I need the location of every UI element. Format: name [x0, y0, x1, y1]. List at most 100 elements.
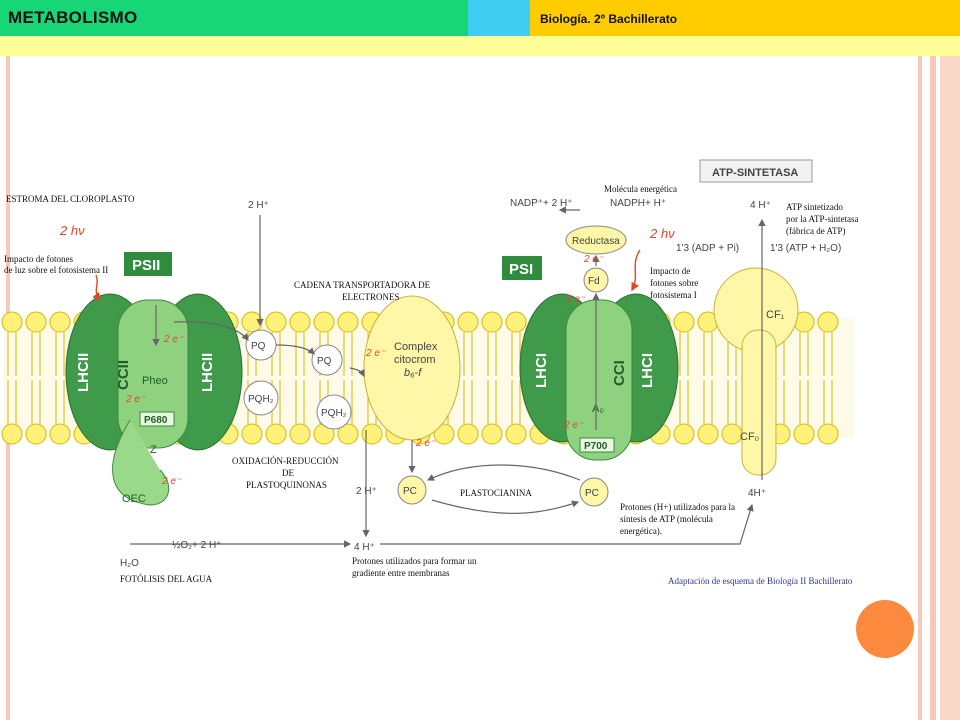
plastocianina-label: PLASTOCIANINA	[460, 488, 532, 498]
nadph-label: NADPH+ H⁺	[610, 198, 666, 209]
photon-left-desc-1: Impacto de fotones	[4, 254, 73, 264]
photon-right-desc-1: Impacto de	[650, 266, 690, 276]
h4-lumen-label: 4 H⁺	[354, 542, 375, 553]
e2-fd-top: 2 e⁻	[583, 254, 604, 265]
h2o-label: H₂O	[120, 558, 139, 569]
p680-box	[139, 411, 175, 427]
pc-right-label: PC	[585, 488, 599, 499]
lipid-head	[265, 423, 287, 445]
atp-label: 1'3 (ATP + H₂O)	[770, 243, 841, 254]
photosynthesis-diagram: LHCII LHCII CCII Pheo P680 Z OEC PSII PQ…	[1, 159, 859, 586]
header-strip	[0, 36, 960, 56]
lipid-tail	[55, 332, 65, 424]
redox-label-2: DE	[282, 468, 294, 478]
lipid-head	[361, 423, 383, 445]
psi-badge	[502, 256, 542, 280]
atp-desc-2: por la ATP-sintetasa	[786, 214, 859, 224]
lhcii-left-label: LHCII	[75, 353, 92, 392]
photon-right-desc-3: fotosistema I	[650, 290, 697, 300]
lipid-head	[49, 423, 71, 445]
protons-atp-2: síntesis de ATP (molécula	[620, 514, 713, 524]
cf0-stalk	[741, 329, 777, 476]
photon-arrows	[92, 249, 641, 302]
psii-label: PSII	[132, 257, 160, 274]
photolysis-label: FOTÓLISIS DEL AGUA	[120, 574, 213, 584]
lipid-tail	[7, 332, 17, 424]
pqh2-2-label: PQH₂	[321, 408, 347, 419]
lipid-tail	[343, 332, 353, 424]
p680-label: P680	[144, 415, 168, 426]
pq-2-label: PQ	[317, 356, 332, 367]
gradient-label-1: Protones utilizados para formar un	[352, 556, 477, 566]
photon-left-desc-2: de luz sobre el fotosistema II	[4, 265, 108, 275]
right-margin-band-2	[940, 56, 960, 720]
pq-1-label: PQ	[251, 341, 266, 352]
psi-complex	[519, 293, 679, 461]
lipid-head	[241, 423, 263, 445]
protons-atp-1: Protones (H+) utilizados para la	[620, 502, 735, 512]
right-margin-line-1	[918, 56, 922, 720]
lipid-head	[337, 311, 359, 333]
lipid-head	[265, 311, 287, 333]
redox-label-1: OXIDACIÓN-REDUCCIÓN	[232, 456, 339, 466]
pc-left-node	[397, 475, 427, 505]
chain-title-2: ELECTRONES	[342, 292, 400, 302]
lipid-head	[673, 311, 695, 333]
lipid-head	[793, 423, 815, 445]
lipid-tail	[703, 332, 713, 424]
complex-line-1: Complex	[394, 341, 438, 353]
lipid-head	[337, 423, 359, 445]
pc-left-label: PC	[403, 486, 417, 497]
lipid-tail	[463, 332, 473, 424]
complex-line-3: b₆-f	[404, 367, 422, 379]
lipid-head	[481, 311, 503, 333]
lipid-tail	[679, 332, 689, 424]
lipid-head	[481, 423, 503, 445]
lipid-head	[49, 311, 71, 333]
e2-fd-bot: 2 e⁻	[565, 294, 586, 305]
lipid-head	[505, 423, 527, 445]
lipid-head	[289, 311, 311, 333]
page-title: METABOLISMO	[8, 8, 138, 27]
lipid-head	[25, 423, 47, 445]
molecule-label: Molécula energética	[604, 184, 677, 194]
fd-node	[583, 267, 609, 293]
redox-label-3: PLASTOQUINONAS	[246, 480, 327, 490]
plastoquinone-pool	[243, 329, 352, 430]
photon-right-label: 2 hν	[649, 226, 675, 241]
reductasa-node	[565, 225, 627, 255]
stroma-label: ESTROMA DEL CLOROPLASTO	[6, 194, 135, 204]
o2-label: ½O₂+ 2 H⁺	[172, 540, 221, 551]
pc-right-node	[579, 477, 609, 507]
lipid-tail	[511, 332, 521, 424]
credit-label: Adaptación de esquema de Biología II Bac…	[668, 576, 853, 586]
gradient-label-2: gradiente entre membranas	[352, 568, 450, 578]
lipid-head	[505, 311, 527, 333]
lipid-head	[721, 423, 743, 445]
e2-cyt-bot: 2 e⁻	[415, 438, 436, 449]
lipid-head	[241, 311, 263, 333]
h2-mid-label: 2 H⁺	[356, 486, 377, 497]
pheo-label: Pheo	[142, 375, 168, 387]
lipid-head	[457, 423, 479, 445]
lipid-head	[433, 423, 455, 445]
header-blue-band	[468, 0, 530, 36]
page-subtitle: Biología. 2º Bachillerato	[540, 12, 678, 26]
pqh2-1-label: PQH₂	[248, 394, 274, 405]
atp-desc-1: ATP sintetizado	[786, 202, 843, 212]
e2-cyt-top: 2 e⁻	[365, 348, 386, 359]
atp-synthase-badge	[699, 159, 813, 183]
e2-psii-bot: 2 e⁻	[161, 476, 182, 487]
photon-right-desc-2: fotones sobre	[650, 278, 698, 288]
psi-label: PSI	[509, 261, 533, 278]
lipid-head	[697, 423, 719, 445]
lhci-left-label: LHCI	[533, 353, 550, 388]
h4-top-label: 4 H⁺	[750, 200, 771, 211]
flow-arrows	[130, 206, 766, 548]
h2-top-label: 2 H⁺	[248, 200, 269, 211]
orange-circle-decoration	[856, 600, 914, 658]
e2-psii-top: 2 e⁻	[163, 334, 184, 345]
atp-desc-3: (fábrica de ATP)	[786, 226, 845, 236]
cci-label: CCI	[611, 360, 628, 386]
header-green-band: METABOLISMO	[0, 0, 468, 36]
